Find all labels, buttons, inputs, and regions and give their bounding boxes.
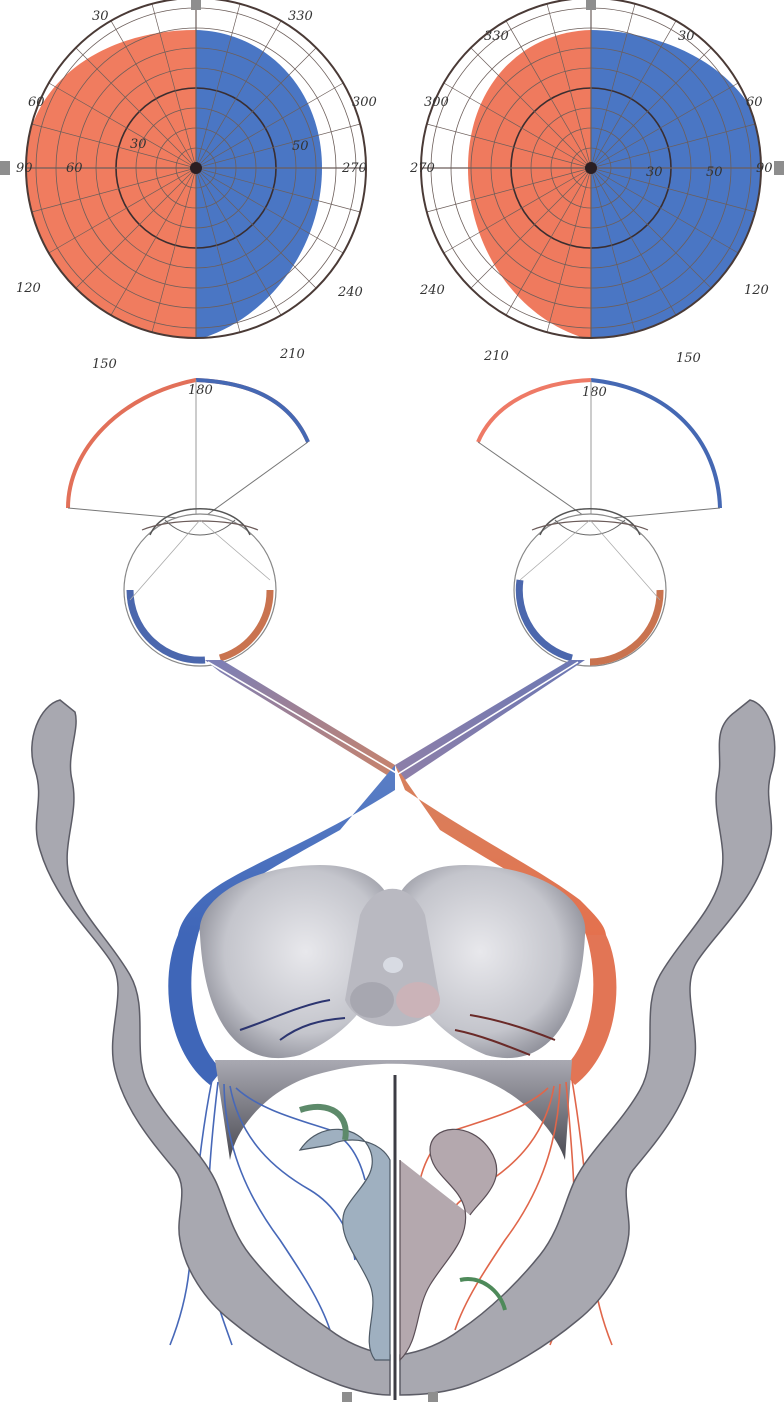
left-label-240: 240 <box>337 285 363 300</box>
left-visual-field-chart <box>0 0 366 348</box>
left-tick-left <box>0 161 10 175</box>
left-label-90: 90 <box>16 161 33 176</box>
left-fan-edge-right <box>200 442 308 520</box>
left-fixation-point <box>190 162 202 174</box>
pineal-body <box>383 957 403 973</box>
right-label-120: 120 <box>744 283 769 298</box>
right-label-180: 180 <box>582 385 607 400</box>
left-eye-globe <box>124 514 276 666</box>
left-cortex-outer <box>32 700 390 1395</box>
right-eye-globe <box>514 514 666 666</box>
right-label-60: 60 <box>746 95 763 110</box>
left-label-60: 60 <box>28 95 45 110</box>
left-label-inner-50: 50 <box>292 139 309 154</box>
left-label-300: 300 <box>352 95 377 110</box>
midbrain-nucleus-left <box>350 982 394 1018</box>
right-field-nasal-half <box>591 30 768 340</box>
cortex <box>32 700 775 1402</box>
right-eyeball <box>514 509 666 666</box>
left-eyeball <box>124 509 276 666</box>
left-label-180: 180 <box>188 383 213 398</box>
left-label-150: 150 <box>92 357 117 372</box>
right-fan-edge-left <box>478 442 590 520</box>
right-label-270: 270 <box>409 161 435 176</box>
right-tick-top <box>586 0 596 10</box>
right-fan-arc-red <box>478 380 591 442</box>
chiasm-divider-b <box>398 662 578 774</box>
left-tick-top <box>191 0 201 10</box>
midbrain-nucleus-right <box>396 982 440 1018</box>
right-label-210: 210 <box>483 349 509 364</box>
left-label-30: 30 <box>92 9 109 24</box>
chiasm-divider-a <box>208 662 398 774</box>
left-label-330: 330 <box>288 9 313 24</box>
bottom-tick-left <box>342 1392 352 1402</box>
right-fixation-point <box>585 162 597 174</box>
right-optic-nerve <box>395 660 585 780</box>
bottom-tick-right <box>428 1392 438 1402</box>
right-fan-arc-blue <box>591 380 720 508</box>
right-tick-right <box>774 161 784 175</box>
right-label-90: 90 <box>756 161 773 176</box>
left-label-270: 270 <box>341 161 367 176</box>
left-label-120: 120 <box>16 281 41 296</box>
right-label-30: 30 <box>678 29 695 44</box>
right-label-inner-50: 50 <box>706 165 723 180</box>
thalamus-region <box>168 865 616 1085</box>
left-field-temporal-extent <box>25 30 196 340</box>
right-label-300: 300 <box>424 95 449 110</box>
right-label-inner-30: 30 <box>646 165 663 180</box>
right-label-150: 150 <box>676 351 701 366</box>
left-optic-nerve <box>205 660 395 780</box>
left-label-210: 210 <box>279 347 305 362</box>
right-label-330: 330 <box>484 29 509 44</box>
left-label-inner-30: 30 <box>130 137 147 152</box>
left-label-inner-60: 60 <box>66 161 83 176</box>
right-visual-field-chart <box>421 0 784 340</box>
right-label-240: 240 <box>419 283 445 298</box>
